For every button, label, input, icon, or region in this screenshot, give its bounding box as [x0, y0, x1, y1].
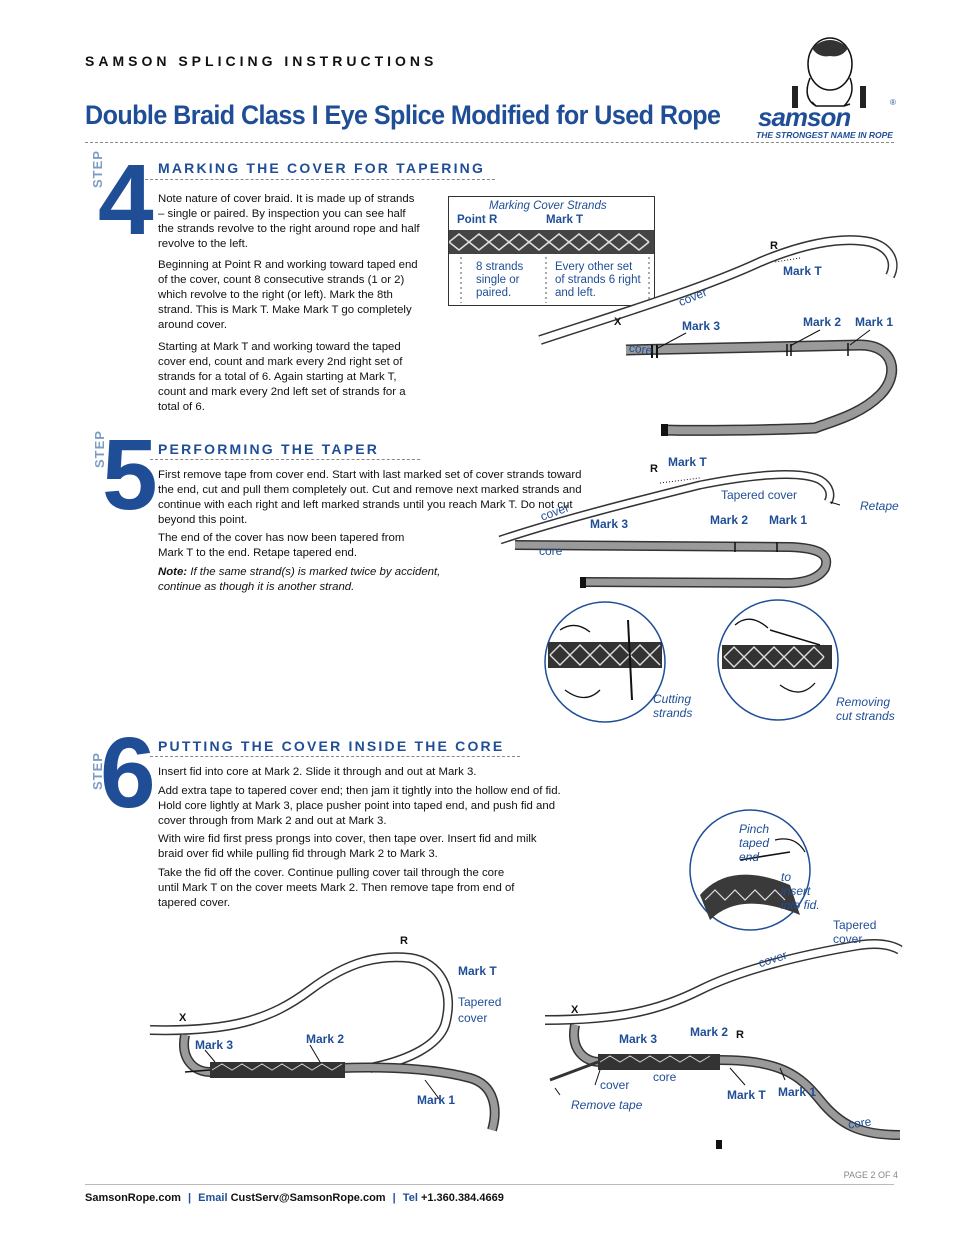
fig6r-mark3-label: Mark 3	[619, 1032, 658, 1046]
page-number: PAGE 2 OF 4	[843, 1170, 898, 1180]
removing-strands-caption: Removing cut strands	[836, 695, 895, 723]
step6-para3: With wire fid first press prongs into co…	[158, 833, 537, 860]
step4-heading: MARKING THE COVER FOR TAPERING	[158, 160, 486, 176]
cutting-strands-caption: Cutting strands	[653, 692, 693, 720]
step5-para2: The end of the cover has now been tapere…	[158, 532, 405, 559]
fig5-mark1-label: Mark 1	[769, 513, 808, 527]
fig6r-mark2-label: Mark 2	[690, 1025, 729, 1039]
footer-separator-1: |	[188, 1192, 192, 1204]
footer-separator-2: |	[392, 1192, 396, 1204]
fig6r-x-label: X	[571, 1004, 579, 1016]
step5-para1: First remove tape from cover end. Start …	[158, 469, 582, 526]
step5-note-label: Note:	[158, 566, 188, 578]
footer-tel-label: Tel	[402, 1192, 418, 1204]
fig6r-cover-label: cover	[600, 1078, 630, 1092]
step4-para3: Starting at Mark T and working toward th…	[158, 341, 406, 413]
fig5-tapered-cover-label: Tapered cover	[721, 488, 798, 502]
fig6l-mark2-label: Mark 2	[306, 1032, 345, 1046]
step4-para2: Beginning at Point R and working toward …	[158, 259, 418, 331]
fig6l-mark1-label: Mark 1	[417, 1093, 456, 1107]
fig6r-tapered-cover-label: Tapered cover	[833, 918, 877, 946]
fig6l-mark3-label: Mark 3	[195, 1038, 234, 1052]
samson-mascot-icon	[792, 37, 866, 108]
footer-rule	[85, 1184, 894, 1185]
fig5-retape-label: Retape	[860, 499, 899, 513]
footer-contact: SamsonRope.com | Email CustServ@SamsonRo…	[85, 1192, 504, 1204]
step5-note: Note: If the same strand(s) is marked tw…	[158, 565, 458, 595]
document-series-title: SAMSON SPLICING INSTRUCTIONS	[85, 53, 438, 69]
fig4-mark1-label: Mark 1	[855, 315, 894, 329]
fig4-cover-label: cover	[676, 285, 709, 309]
step6-para1: Insert fid into core at Mark 2. Slide it…	[158, 766, 477, 778]
fig6r-core-label: core	[653, 1070, 677, 1084]
step6-number: 6	[100, 717, 156, 829]
fig4-mark3-label: Mark 3	[682, 319, 721, 333]
footer-tel-link[interactable]: +1.360.384.4669	[420, 1192, 504, 1204]
fig4-mark2-label: Mark 2	[803, 315, 842, 329]
fig5-mark-t-label: Mark T	[668, 455, 707, 469]
inset-left-note: 8 strands single or paired.	[476, 261, 524, 299]
step4-para1: Note nature of cover braid. It is made u…	[158, 193, 420, 250]
insert-into-fid-caption: to insert into fid.	[781, 870, 820, 912]
step6-heading: PUTTING THE COVER INSIDE THE CORE	[158, 738, 505, 754]
pinch-taped-end-caption: Pinch taped end	[739, 822, 770, 864]
step6-para4: Take the fid off the cover. Continue pul…	[158, 867, 515, 909]
fig6r-core-tail-label: core	[847, 1114, 873, 1132]
fig6l-r-label: R	[400, 935, 408, 947]
step5-heading: PERFORMING THE TAPER	[158, 441, 380, 457]
step4-heading-rule	[145, 179, 495, 180]
page-title: Double Braid Class I Eye Splice Modified…	[85, 100, 721, 130]
inset-mark-t: Mark T	[546, 214, 584, 226]
fig5-mark3-label: Mark 3	[590, 517, 629, 531]
step6-para2: Add extra tape to tapered cover end; the…	[158, 785, 561, 827]
fig5-mark2-label: Mark 2	[710, 513, 749, 527]
brand-logo-text: samson	[758, 102, 851, 132]
marking-strands-inset: Marking Cover Strands Point R Mark T 8 s…	[448, 196, 655, 306]
fig4-mark-t-label: Mark T	[783, 264, 822, 278]
step5-number: 5	[102, 419, 158, 531]
step4-number: 4	[98, 144, 154, 256]
inset-title: Marking Cover Strands	[489, 200, 607, 212]
fig4-x-label: X	[614, 316, 622, 328]
brand-tagline: THE STRONGEST NAME IN ROPE	[756, 130, 893, 140]
fig4-core-label: core	[628, 340, 654, 358]
step5-heading-rule	[150, 459, 420, 460]
step6-heading-rule	[150, 756, 520, 757]
brand-logo: samson ® THE STRONGEST NAME IN ROPE	[752, 28, 902, 140]
fig6r-cover-top-label: cover	[756, 947, 789, 971]
inset-point-r: Point R	[457, 214, 498, 226]
fig6r-mark-t-label: Mark T	[727, 1088, 766, 1102]
fig4-r-label: R	[770, 240, 778, 252]
fig6l-x-label: X	[179, 1012, 187, 1024]
footer-site-link[interactable]: SamsonRope.com	[85, 1192, 181, 1204]
footer-email-label: Email	[198, 1192, 228, 1204]
step5-note-text: If the same strand(s) is marked twice by…	[158, 566, 441, 593]
header-rule	[85, 142, 894, 143]
fig6r-mark1-label: Mark 1	[778, 1085, 817, 1099]
footer-email-link[interactable]: CustServ@SamsonRope.com	[230, 1192, 386, 1204]
fig6l-tapered-cover-label: Tapered cover	[458, 995, 502, 1025]
fig5-r-label: R	[650, 463, 658, 475]
fig6r-r-label: R	[736, 1029, 744, 1041]
fig6r-remove-tape-label: Remove tape	[571, 1098, 643, 1112]
fig6l-mark-t-label: Mark T	[458, 964, 497, 978]
inset-right-note: Every other set of strands 6 right and l…	[555, 261, 641, 299]
registered-mark: ®	[890, 98, 896, 107]
fig5-core-label: core	[539, 544, 563, 558]
